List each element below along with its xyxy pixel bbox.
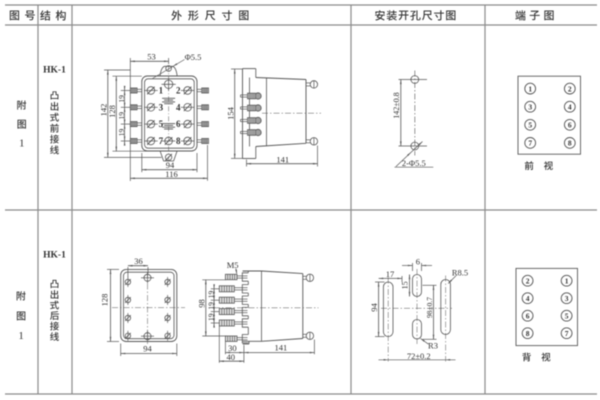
svg-text:Φ5.5: Φ5.5 xyxy=(185,52,202,62)
svg-text:116: 116 xyxy=(165,169,177,179)
svg-text:7: 7 xyxy=(565,329,569,338)
svg-text:HK-1: HK-1 xyxy=(43,251,66,261)
svg-text:1: 1 xyxy=(528,84,532,93)
svg-text:3: 3 xyxy=(528,102,532,111)
svg-text:4: 4 xyxy=(176,102,181,112)
svg-text:98±0.7: 98±0.7 xyxy=(425,297,434,318)
svg-text:4: 4 xyxy=(568,102,572,111)
svg-text:19: 19 xyxy=(206,291,215,299)
svg-text:8: 8 xyxy=(568,139,572,148)
svg-text:141: 141 xyxy=(275,343,288,353)
svg-text:2: 2 xyxy=(176,86,181,96)
svg-text:7: 7 xyxy=(528,139,532,148)
svg-text:3: 3 xyxy=(159,102,164,112)
svg-text:17: 17 xyxy=(386,269,395,279)
svg-text:19: 19 xyxy=(206,302,215,310)
svg-text:R3: R3 xyxy=(428,340,438,350)
svg-text:7: 7 xyxy=(159,136,164,146)
svg-text:40: 40 xyxy=(226,352,235,362)
svg-text:94: 94 xyxy=(166,160,175,170)
svg-text:142±0.8: 142±0.8 xyxy=(392,92,401,118)
svg-text:3: 3 xyxy=(565,294,569,303)
svg-text:5: 5 xyxy=(159,119,164,129)
svg-text:128: 128 xyxy=(100,294,110,307)
svg-text:36: 36 xyxy=(134,256,143,266)
svg-text:1: 1 xyxy=(18,330,24,342)
svg-text:5: 5 xyxy=(528,121,532,130)
svg-text:19: 19 xyxy=(117,112,126,120)
svg-text:94: 94 xyxy=(369,303,379,312)
svg-text:8: 8 xyxy=(176,136,181,146)
svg-text:8: 8 xyxy=(526,329,530,338)
svg-text:19: 19 xyxy=(117,95,126,103)
svg-text:4: 4 xyxy=(526,294,530,303)
svg-text:128: 128 xyxy=(107,105,117,118)
svg-text:1: 1 xyxy=(565,276,569,285)
svg-text:72±0.2: 72±0.2 xyxy=(407,351,431,361)
svg-text:19: 19 xyxy=(117,129,126,137)
svg-text:2-Φ5.5: 2-Φ5.5 xyxy=(402,158,426,168)
svg-text:2: 2 xyxy=(526,276,530,285)
svg-text:6: 6 xyxy=(526,311,530,320)
svg-text:53: 53 xyxy=(147,51,156,61)
svg-text:6: 6 xyxy=(568,121,572,130)
svg-text:5: 5 xyxy=(565,311,569,320)
svg-text:19: 19 xyxy=(206,313,215,321)
svg-text:1: 1 xyxy=(159,86,164,96)
svg-text:1: 1 xyxy=(19,137,25,149)
svg-text:6: 6 xyxy=(176,119,181,129)
svg-text:141: 141 xyxy=(276,155,289,165)
svg-text:30: 30 xyxy=(228,343,237,353)
svg-text:M5: M5 xyxy=(227,260,239,270)
svg-text:154: 154 xyxy=(225,106,235,120)
svg-text:142: 142 xyxy=(98,104,108,117)
svg-text:98: 98 xyxy=(196,299,206,308)
svg-text:6: 6 xyxy=(416,256,420,266)
svg-text:2: 2 xyxy=(568,84,572,93)
svg-text:R8.5: R8.5 xyxy=(452,267,468,277)
svg-text:94: 94 xyxy=(143,343,152,353)
svg-text:15: 15 xyxy=(401,281,410,289)
svg-text:HK-1: HK-1 xyxy=(43,66,66,76)
